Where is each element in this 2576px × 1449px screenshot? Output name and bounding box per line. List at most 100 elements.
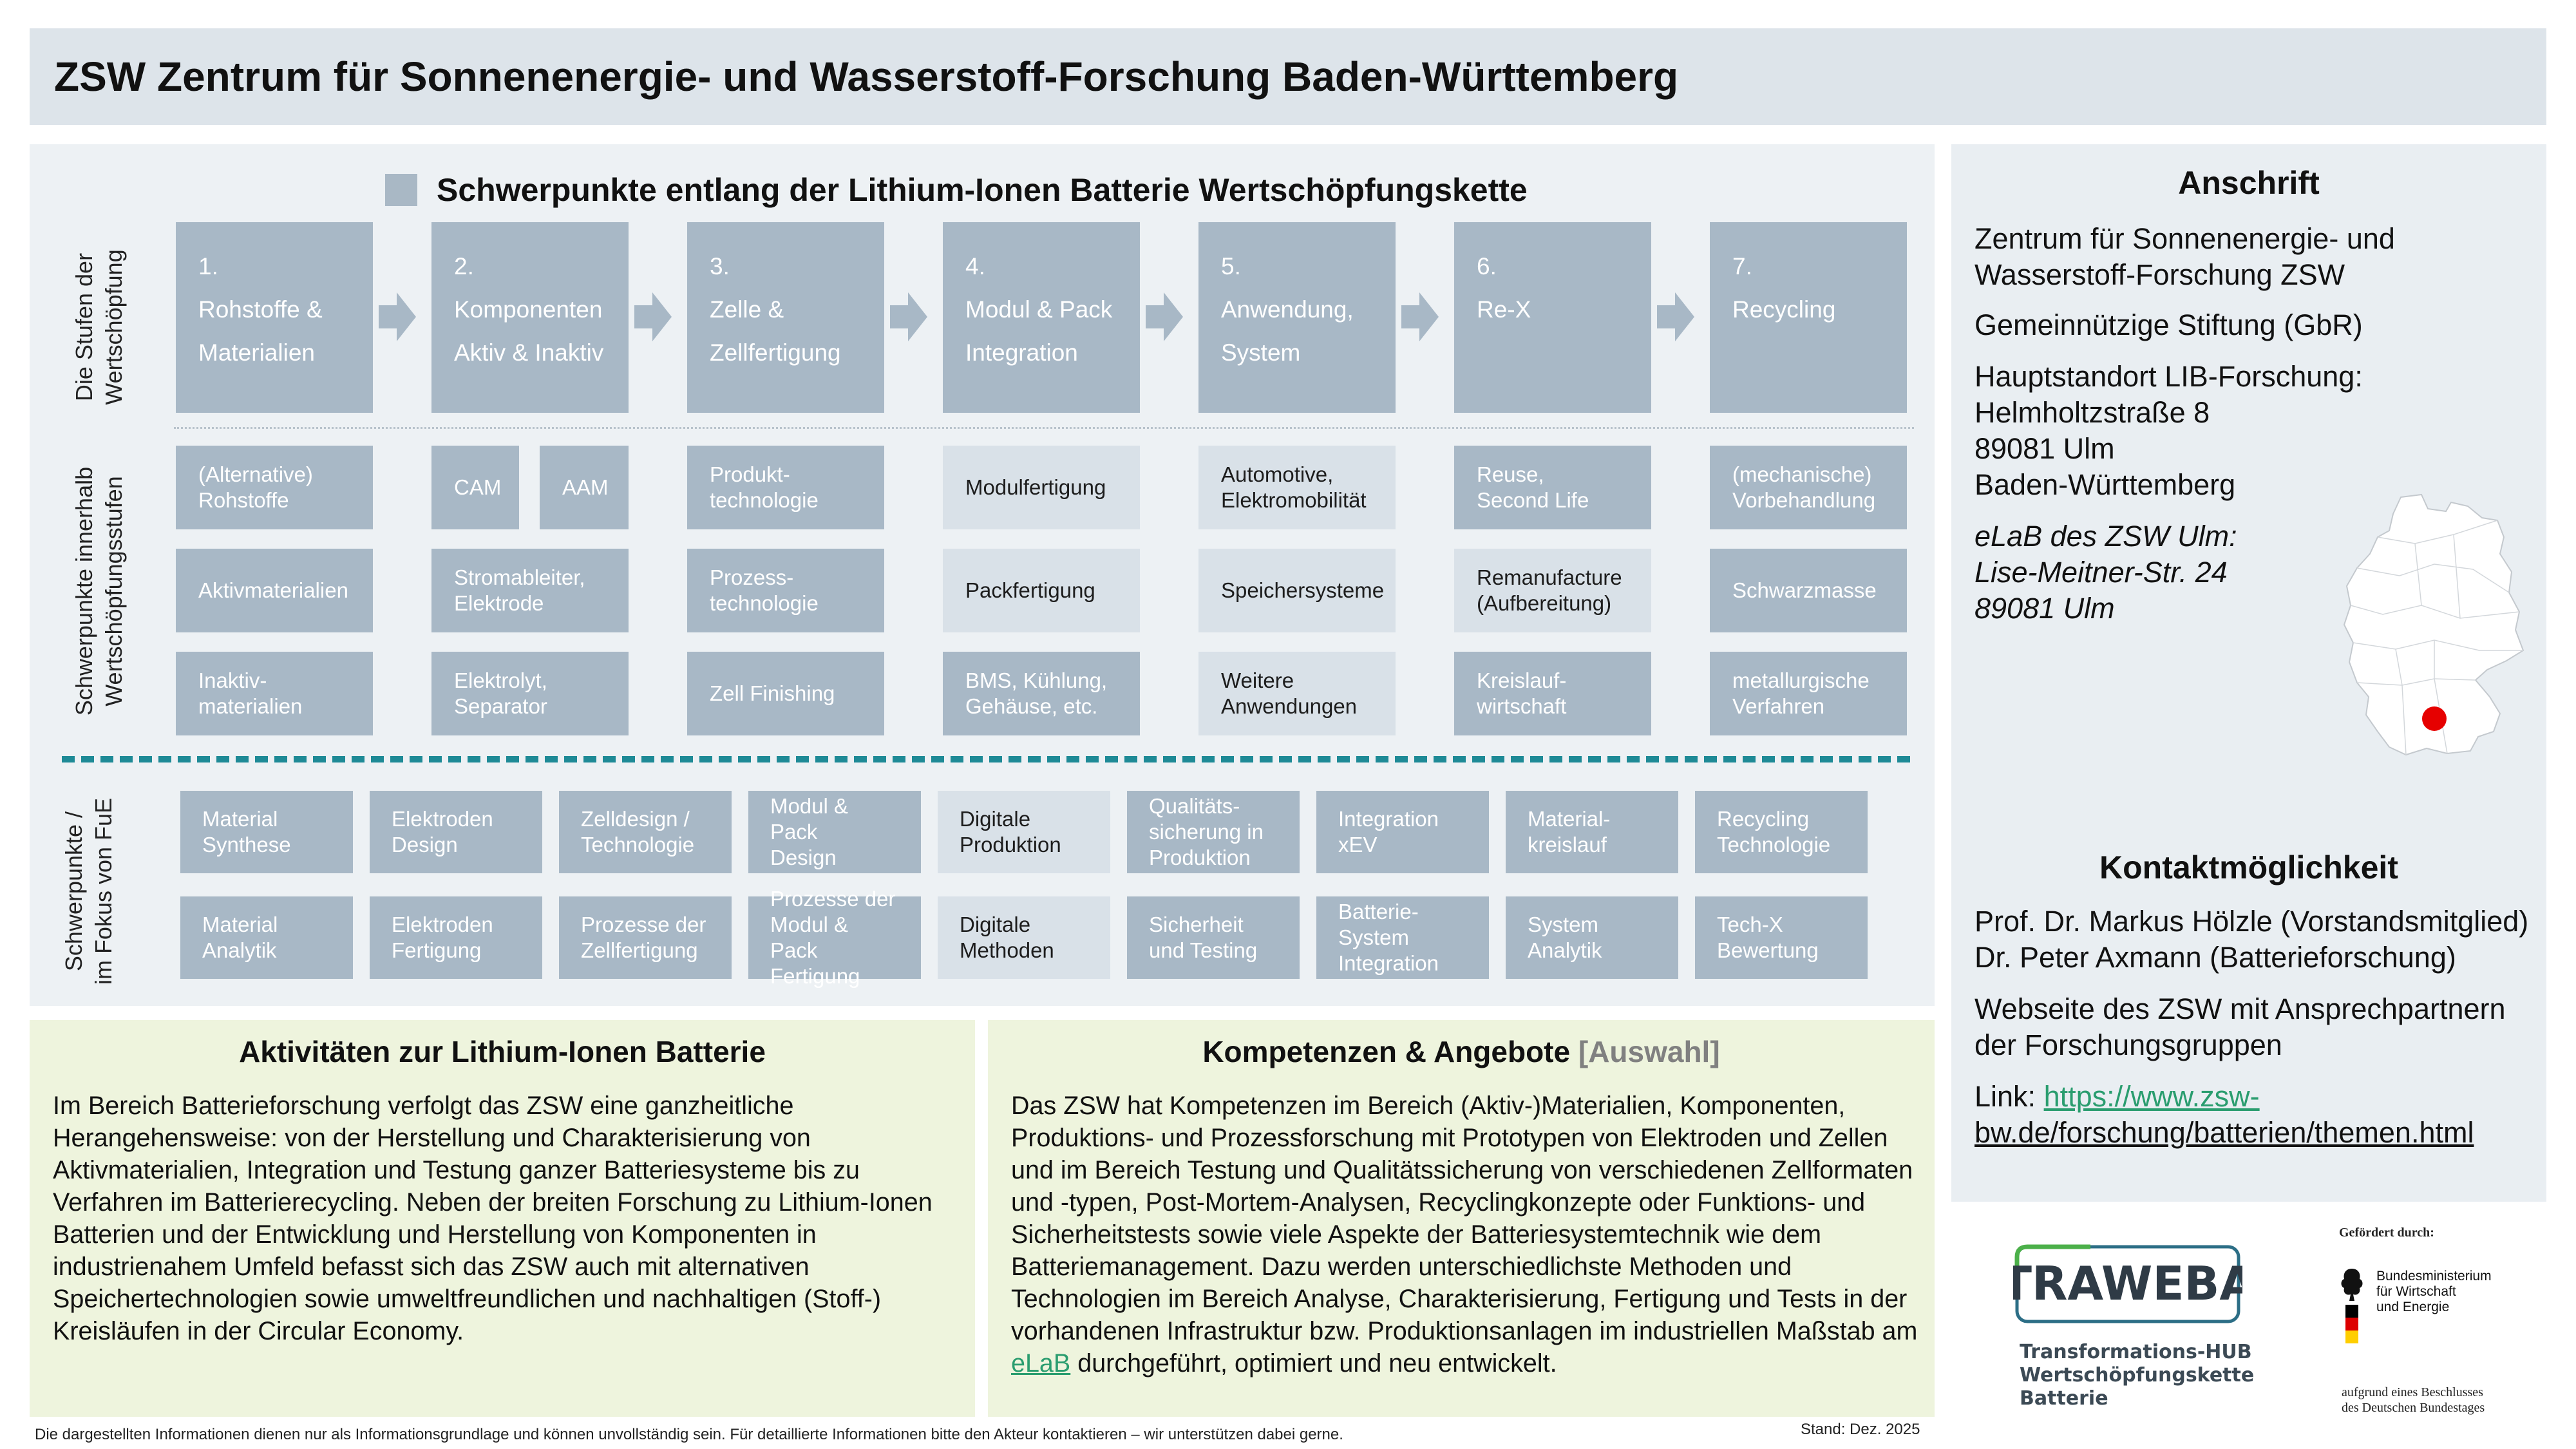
contact-person2: Dr. Peter Axmann (Batterieforschung) <box>1975 941 2456 974</box>
address-legal: Gemeinnützige Stiftung (GbR) <box>1975 308 2363 341</box>
elab-link[interactable]: eLaB <box>1011 1349 1071 1378</box>
fue-box: Digitale Methoden <box>938 896 1110 979</box>
stage-box: 3.Zelle &Zellfertigung <box>687 222 884 413</box>
focus-box: Automotive, Elektromobilität <box>1198 446 1396 529</box>
dashed-divider <box>62 756 1910 762</box>
address-org-line2: Wasserstoff-Forschung ZSW <box>1975 258 2345 291</box>
focus-box: Schwarzmasse <box>1710 549 1907 632</box>
bmwe-name: Bundesministerium für Wirtschaft und Ene… <box>2376 1269 2492 1314</box>
arrow-right-icon <box>1401 292 1439 341</box>
focus-box: metallurgische Verfahren <box>1710 652 1907 735</box>
stage-box: 1.Rohstoffe &Materialien <box>176 222 373 413</box>
arrow-right-icon <box>890 292 927 341</box>
focus-box: Aktivmaterialien <box>176 549 373 632</box>
focus-box: Modulfertigung <box>943 446 1140 529</box>
fue-box: Material- kreislauf <box>1506 791 1678 873</box>
website-line1: Webseite des ZSW mit Ansprechpartnern <box>1975 992 2506 1025</box>
website-line2: der Forschungsgruppen <box>1975 1028 2282 1061</box>
fue-box: Elektroden Fertigung <box>370 896 542 979</box>
address-street: Helmholtzstraße 8 <box>1975 396 2210 429</box>
focus-box: Inaktiv- materialien <box>176 652 373 735</box>
fue-box: Recycling Technologie <box>1695 791 1868 873</box>
dotted-divider <box>174 427 1914 429</box>
competences-title-suffix: [Auswahl] <box>1578 1035 1720 1068</box>
address-hq-label: Hauptstandort LIB-Forschung: <box>1975 360 2363 393</box>
fue-box: Prozesse der Modul & Pack Fertigung <box>748 887 921 988</box>
fue-box: Elektroden Design <box>370 791 542 873</box>
activities-box: Aktivitäten zur Lithium-Ionen Batterie I… <box>30 1020 975 1417</box>
focus-box: Weitere Anwendungen <box>1198 652 1396 735</box>
contact-person1: Prof. Dr. Markus Hölzle (Vorstandsmitgli… <box>1975 905 2529 938</box>
competences-title: Kompetenzen & Angebote [Auswahl] <box>1202 1035 1720 1068</box>
address-title: Anschrift <box>2178 165 2320 201</box>
focus-box: Stromableiter, Elektrode <box>431 549 629 632</box>
fue-box: Qualitäts- sicherung in Produktion <box>1127 791 1300 873</box>
fue-box: Material Analytik <box>180 896 353 979</box>
fue-box: Batterie- System Integration <box>1316 896 1489 979</box>
competences-box: Kompetenzen & Angebote [Auswahl] Das ZSW… <box>988 1020 1935 1417</box>
focus-box: (mechanische) Vorbehandlung <box>1710 446 1907 529</box>
activities-title: Aktivitäten zur Lithium-Ionen Batterie <box>239 1035 766 1068</box>
competences-body: Das ZSW hat Kompetenzen im Bereich (Akti… <box>1011 1092 1918 1378</box>
activities-body: Im Bereich Batterieforschung verfolgt da… <box>53 1092 933 1345</box>
fue-box: Digitale Produktion <box>938 791 1110 873</box>
arrow-right-icon <box>1146 292 1183 341</box>
header-bar: ZSW Zentrum für Sonnenenergie- und Wasse… <box>30 28 2546 125</box>
focus-box: Speichersysteme <box>1198 549 1396 632</box>
focus-box: Prozess- technologie <box>687 549 884 632</box>
stand-date: Stand: Dez. 2025 <box>1801 1421 1920 1438</box>
side-label-fue: Schwerpunkte /im Fokus von FuE <box>61 797 117 985</box>
focus-box: Elektrolyt, Separator <box>431 652 629 735</box>
page-title: ZSW Zentrum für Sonnenenergie- und Wasse… <box>54 53 1679 100</box>
focus-box: Remanufacture (Aufbereitung) <box>1454 549 1651 632</box>
section-title: Schwerpunkte entlang der Lithium-Ionen B… <box>437 172 1528 208</box>
focus-box: Zell Finishing <box>687 652 884 735</box>
bmwe-decision: aufgrund eines Beschlusses des Deutschen… <box>2342 1385 2485 1415</box>
section-square-icon <box>385 174 417 206</box>
elab-address-line2: Lise-Meitner-Str. 24 <box>1975 556 2228 589</box>
traweba-logo: TRAWEBA <box>2013 1244 2242 1323</box>
focus-box: Kreislauf- wirtschaft <box>1454 652 1651 735</box>
focus-box: (Alternative) Rohstoffe <box>176 446 373 529</box>
fue-box: Zelldesign / Technologie <box>559 791 732 873</box>
traweba-tagline: Transformations-HUB Wertschöpfungskette … <box>2020 1341 2255 1410</box>
location-marker <box>2422 706 2447 731</box>
stage-box: 7.Recycling <box>1710 222 1907 413</box>
contact-title: Kontaktmöglichkeit <box>2099 849 2398 886</box>
website-link-row: Link: https://www.zsw- <box>1975 1080 2260 1113</box>
fue-box: Material Synthese <box>180 791 353 873</box>
fue-box: Prozesse der Zellfertigung <box>559 896 732 979</box>
website-link-cont[interactable]: bw.de/forschung/batterien/themen.html <box>1975 1116 2474 1149</box>
focus-box: CAM <box>431 446 519 529</box>
address-state: Baden-Württemberg <box>1975 468 2236 501</box>
focus-box: Produkt- technologie <box>687 446 884 529</box>
focus-box: BMS, Kühlung, Gehäuse, etc. <box>943 652 1140 735</box>
address-zip: 89081 Ulm <box>1975 432 2115 465</box>
elab-address-line3: 89081 Ulm <box>1975 592 2115 625</box>
website-link[interactable]: https://www.zsw- <box>2043 1080 2260 1113</box>
fue-box: Sicherheit und Testing <box>1127 896 1300 979</box>
fue-box: Integration xEV <box>1316 791 1489 873</box>
focus-box: AAM <box>540 446 629 529</box>
stage-box: 6.Re-X <box>1454 222 1651 413</box>
arrow-right-icon <box>1657 292 1694 341</box>
fue-box: Modul & Pack Design <box>748 791 921 873</box>
elab-address-line1: eLaB des ZSW Ulm: <box>1975 520 2237 553</box>
focus-box: Reuse, Second Life <box>1454 446 1651 529</box>
arrow-right-icon <box>379 292 416 341</box>
germany-map-icon <box>2343 493 2524 756</box>
fue-box: Tech-X Bewertung <box>1695 896 1868 979</box>
funded-by-label: Gefördert durch: <box>2339 1226 2434 1240</box>
address-org-line1: Zentrum für Sonnenenergie- und <box>1975 222 2395 255</box>
disclaimer-text: Die dargestellten Informationen dienen n… <box>35 1426 1343 1443</box>
federal-eagle-icon <box>2341 1269 2363 1343</box>
focus-box: Packfertigung <box>943 549 1140 632</box>
svg-text:TRAWEBA: TRAWEBA <box>2013 1256 2242 1311</box>
fue-box: System Analytik <box>1506 896 1678 979</box>
arrow-right-icon <box>634 292 672 341</box>
stage-box: 5.Anwendung,System <box>1198 222 1396 413</box>
